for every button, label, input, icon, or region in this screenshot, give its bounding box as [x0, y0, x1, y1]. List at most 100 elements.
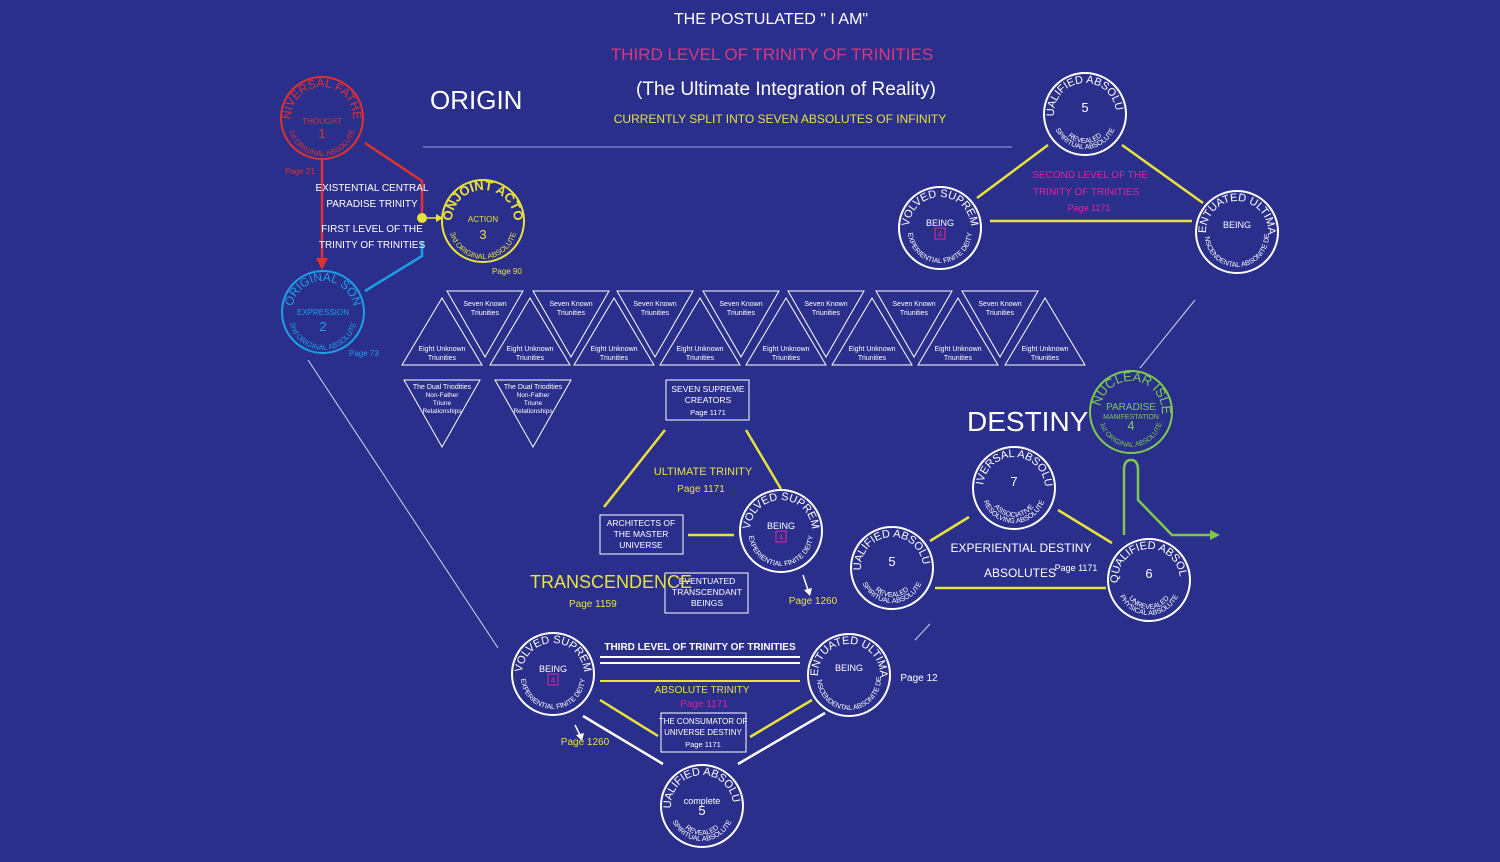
actor-son-line	[364, 242, 424, 293]
known-triunity-label: Seven Known	[463, 301, 506, 308]
unknown-triunity-label: Eight Unknown	[506, 346, 553, 353]
second-level-title-2: TRINITY OF TRINITIES	[1033, 187, 1140, 198]
nuclear-isle-paradise-circle-number: 4	[1127, 418, 1134, 433]
destiny-diagonal-line	[1139, 299, 1196, 369]
conjoint-actor-circle: CONJOINT ACTOR ACTION 3 3rd ORIGINAL ABS…	[0, 0, 526, 263]
consumator-line-1: THE CONSUMATOR OF	[659, 717, 748, 726]
header-subtitle: (The Ultimate Integration of Reality)	[636, 79, 936, 100]
transcendence-page: Page 1159	[569, 599, 617, 610]
experiential-destiny-label: EXPERIENTIAL DESTINY	[951, 541, 1092, 555]
unknown-triunity-label: Eight Unknown	[590, 346, 637, 353]
eventuated-ultimate-top-circle: EVENTUATED ULTIMATEBEINGTRANSCENDENTAL A…	[0, 0, 1279, 274]
page-1260-pointer-2	[574, 724, 581, 736]
unknown-triunity-label: Triunities	[1031, 355, 1060, 362]
ultimate-left-edge	[603, 429, 666, 508]
unknown-triunity-label: Triunities	[858, 355, 887, 362]
actor-arrowhead	[436, 214, 443, 222]
isle-flow-arrowhead	[1210, 530, 1220, 540]
unknown-triunity-label: Eight Unknown	[418, 346, 465, 353]
beings-line-2: TRANSCENDANT	[672, 587, 742, 597]
evolved-supreme-being-top-circle-number: 4	[938, 230, 943, 239]
evolved-supreme-being-mid-circle-number: 4	[779, 533, 784, 542]
eventuated-ultimate-bottom-circle-mid-text: BEING	[835, 663, 863, 673]
junction-dot	[417, 213, 427, 223]
short-diagonal-line	[914, 623, 931, 641]
dual-triodities-label: Non-Father	[426, 392, 460, 399]
universal-absolute-circle-number: 7	[1010, 474, 1017, 489]
unknown-triunity-label: Triunities	[944, 355, 973, 362]
evolved-supreme-being-top-circle-mid-text: BEING	[926, 218, 954, 228]
second-level-right-edge	[1121, 143, 1204, 205]
son-number: 2	[319, 319, 326, 334]
qualified-absolute-complete-circle-mid-text: complete	[684, 796, 721, 806]
known-triunity-label: Triunities	[641, 310, 670, 317]
actor-number: 3	[479, 227, 486, 242]
ultimate-right-edge	[744, 429, 783, 490]
beings-line-3: BEINGS	[691, 598, 723, 608]
dual-triodities-label: The Dual Triodities	[504, 384, 563, 391]
absolute-left-white	[582, 714, 664, 766]
known-triunity-label: Triunities	[557, 310, 586, 317]
known-triunity-label: Seven Known	[978, 301, 1021, 308]
beings-line-1: EVENTUATED	[679, 576, 736, 586]
consumator-page: Page 1171	[685, 740, 721, 749]
nuclear-isle-paradise-circle: THE NUCLEAR ISLE OFPARADISEMANIFESTATION…	[0, 0, 1174, 454]
ultimate-trinity-page: Page 1171	[677, 484, 725, 495]
origin-heading: ORIGIN	[430, 85, 523, 115]
existential-label-1: EXISTENTIAL CENTRAL	[316, 183, 429, 194]
first-level-label-2: TRINITY OF TRINITIES	[319, 240, 426, 251]
consumator-box	[660, 712, 747, 753]
son-mid-text: EXPRESSION	[297, 308, 349, 317]
architects-line-2: THE MASTER	[614, 529, 669, 539]
header-split-note: CURRENTLY SPLIT INTO SEVEN ABSOLUTES OF …	[613, 112, 947, 126]
evolved-supreme-being-bottom-circle-number: 4	[551, 676, 556, 685]
creators-line-2: CREATORS	[685, 395, 732, 405]
absolute-right-white	[737, 711, 826, 766]
architects-box	[599, 514, 684, 555]
destiny-page: Page 1171	[1055, 563, 1098, 573]
evolved-supreme-being-mid-circle-mid-text: BEING	[767, 521, 795, 531]
unknown-triunity-label: Eight Unknown	[848, 346, 895, 353]
evolved-supreme-being-bottom-circle-number-box	[547, 673, 559, 686]
known-triunity-label: Seven Known	[804, 301, 847, 308]
box-texts: SEVEN SUPREME CREATORS Page 1171 ARCHITE…	[607, 384, 748, 749]
absolute-right-yellow	[749, 698, 813, 739]
evolved-supreme-being-bottom-circle-mid-text: BEING	[539, 664, 567, 674]
transcendence-heading: TRANSCENDENCE	[530, 572, 693, 592]
existential-label-2: PARADISE TRINITY	[326, 199, 418, 210]
nuclear-isle-paradise-circle-mid-text: PARADISE	[1106, 402, 1156, 413]
supreme-page-1260: Page 1260	[789, 596, 838, 607]
header-title: THE POSTULATED " I AM"	[673, 11, 869, 28]
known-triunity-label: Seven Known	[892, 301, 935, 308]
dual-triodities-label: Triune	[524, 400, 543, 407]
page-1260-arrowhead-2	[576, 733, 584, 741]
known-triunity-label: Triunities	[900, 310, 929, 317]
unknown-triunity-label: Triunities	[428, 355, 457, 362]
page-1260-arrowhead	[804, 588, 812, 596]
known-triunity-label: Triunities	[471, 310, 500, 317]
absolutes-label: ABSOLUTES	[984, 566, 1056, 580]
actor-mid-text: ACTION	[468, 215, 498, 224]
father-page: Page 21	[285, 167, 315, 176]
unqualified-absolute-circle-number: 6	[1145, 566, 1152, 581]
free-labels: EXISTENTIAL CENTRAL PARADISE TRINITY FIR…	[316, 170, 1149, 748]
evolved-supreme-being-mid-circle-number-box	[775, 530, 787, 543]
label-boxes	[599, 379, 750, 753]
father-actor-line	[364, 141, 424, 218]
evolved-supreme-being-top-circle-number-box	[934, 227, 946, 240]
nuclear-isle-paradise-circle-mid2-text: MANIFESTATION	[1103, 414, 1159, 421]
creators-line-1: SEVEN SUPREME	[671, 384, 745, 394]
eventuated-ultimate-top-circle-bottom-text: TRANSCENDENTAL ABSONITE DEITY	[0, 0, 1271, 269]
destiny-right-edge	[1057, 508, 1113, 545]
